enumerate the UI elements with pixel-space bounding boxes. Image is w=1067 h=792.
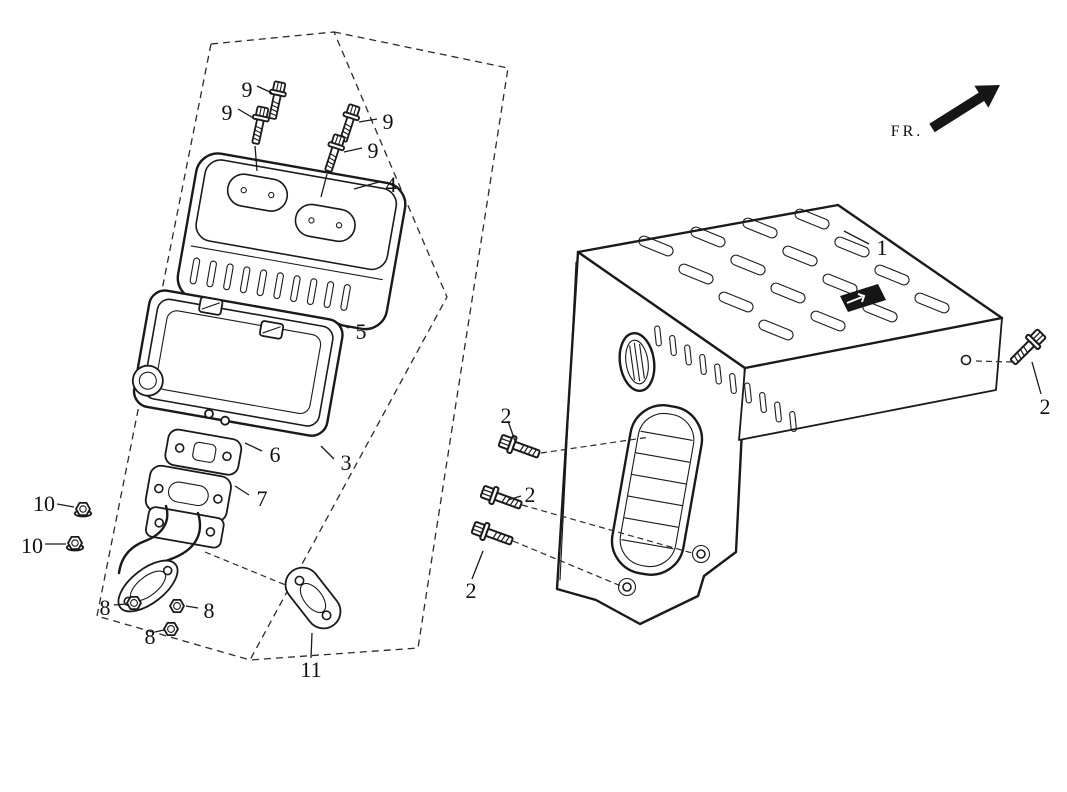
callout-4: 4 xyxy=(386,172,397,197)
callout-9-4: 9 xyxy=(368,138,379,163)
fr-direction-indicator: FR. xyxy=(891,85,1000,140)
bolt-9 xyxy=(319,132,349,175)
callout-11: 11 xyxy=(300,657,321,682)
callout-5: 5 xyxy=(356,319,367,344)
bolt-2 xyxy=(469,518,516,551)
bolt-2 xyxy=(496,431,543,464)
fr-label: FR. xyxy=(891,123,924,140)
callout-7: 7 xyxy=(257,486,268,511)
callout-9-2: 9 xyxy=(222,100,233,125)
air-cleaner-boundary xyxy=(96,31,448,661)
fr-arrow-icon xyxy=(929,85,1000,133)
filter-clip xyxy=(198,296,224,316)
callout-8-3: 8 xyxy=(145,624,156,649)
intake-elbow xyxy=(117,504,225,613)
nut-10 xyxy=(65,536,85,552)
callout-8-2: 8 xyxy=(204,598,215,623)
callout-3: 3 xyxy=(341,450,352,475)
callout-labels: 9 9 9 9 4 5 3 6 7 10 10 8 8 8 11 1 2 2 2… xyxy=(21,77,1051,682)
brand-logo xyxy=(840,284,886,312)
bolt-9 xyxy=(246,104,272,147)
callout-8-1: 8 xyxy=(100,595,111,620)
air-cleaner-exploded-group xyxy=(65,79,407,636)
assembly-boundary-lines xyxy=(96,31,509,661)
protector-top-plate xyxy=(576,203,1004,370)
nut-10 xyxy=(73,501,93,518)
mount-hole xyxy=(691,544,711,564)
callout-6: 6 xyxy=(270,442,281,467)
callout-2-3: 2 xyxy=(525,482,536,507)
callout-9-1: 9 xyxy=(242,77,253,102)
nut-8 xyxy=(163,622,179,636)
gasket-11 xyxy=(284,566,342,630)
bolt-2 xyxy=(478,482,525,515)
inlet-port xyxy=(131,364,164,397)
callout-2-1: 2 xyxy=(1040,394,1051,419)
callout-leader-lines xyxy=(45,85,1042,659)
callout-2-4: 2 xyxy=(466,578,477,603)
bolt-hole xyxy=(960,354,972,366)
muffler-protector-group xyxy=(469,203,1049,626)
callout-9-3: 9 xyxy=(383,109,394,134)
nut-8 xyxy=(169,599,185,613)
callout-10-1: 10 xyxy=(33,491,55,516)
air-cleaner-case xyxy=(131,289,344,437)
gasket-6 xyxy=(164,428,243,476)
callout-10-2: 10 xyxy=(21,533,43,558)
callout-2-2: 2 xyxy=(501,403,512,428)
outer-boundary xyxy=(249,31,509,661)
mount-hole xyxy=(617,577,637,597)
ribbed-recess xyxy=(610,404,704,576)
filter-clip xyxy=(258,320,285,340)
alignment-leader-lines xyxy=(204,360,1013,587)
nut-8 xyxy=(126,596,142,610)
bolt-2 xyxy=(1005,326,1049,370)
oval-grille xyxy=(618,331,656,393)
callout-1: 1 xyxy=(877,235,888,260)
